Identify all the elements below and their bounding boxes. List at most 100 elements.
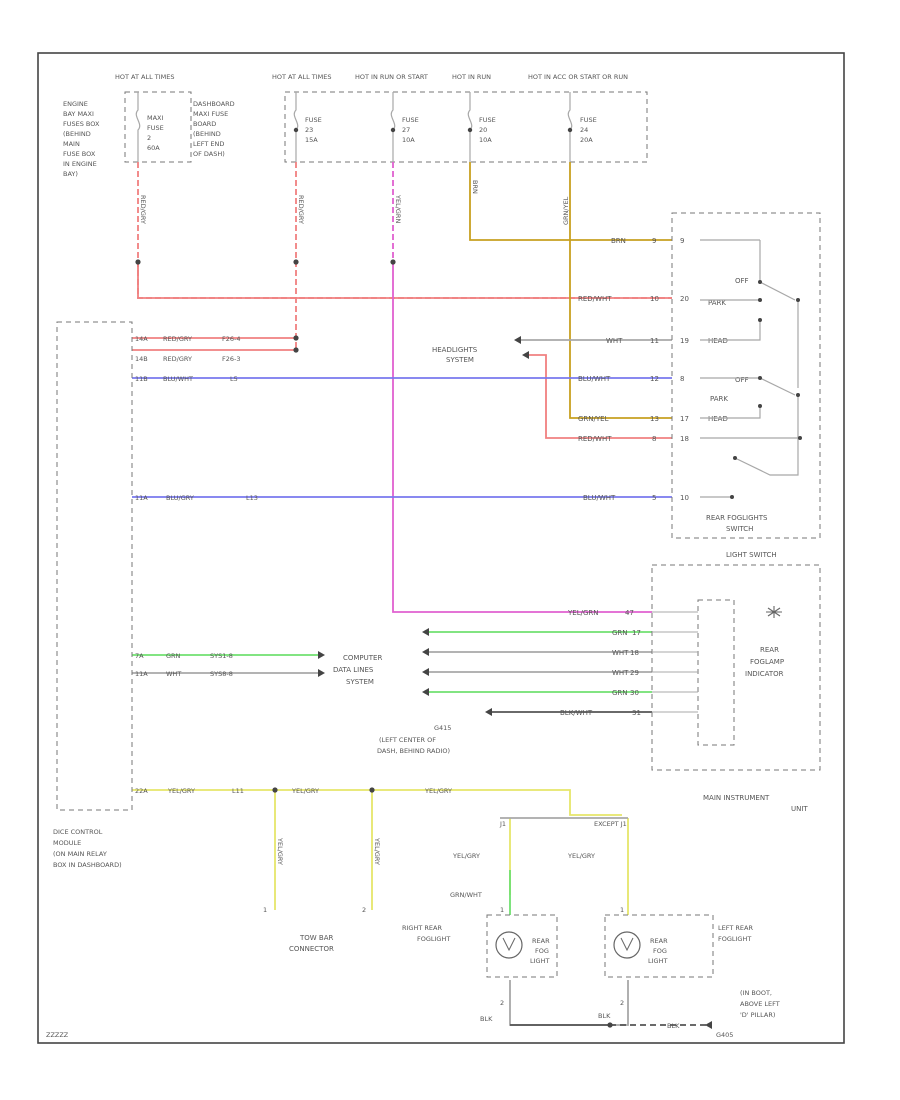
hot-label-3: HOT IN RUN OR START xyxy=(355,73,428,81)
fuse-24-label: FUSE xyxy=(580,116,597,124)
connector-arrow xyxy=(522,351,529,359)
light-switch-label: LIGHT SWITCH xyxy=(726,551,777,559)
switch-contact-dot xyxy=(796,393,800,397)
lamp-icon xyxy=(766,606,782,618)
instr-pin: 30 xyxy=(630,689,639,697)
switch-pos-off-2: OFF xyxy=(735,376,749,384)
engine-box-line: BAY) xyxy=(63,170,78,178)
switch-pin: 5 xyxy=(652,494,656,502)
vertical-wire-labels: RED/GRY RED/GRY YEL/GRN BRN GRN/YEL xyxy=(139,180,570,225)
dice-control-module: 14A RED/GRY F26-4 14B RED/GRY F26-3 11B … xyxy=(53,321,258,869)
ddm-pin: 14A xyxy=(135,335,148,343)
switch-contact-dot xyxy=(758,376,762,380)
left-fog-box-text: LIGHT xyxy=(648,957,667,965)
fuse-27-symbol xyxy=(390,92,396,162)
ground-g415: G415 (LEFT CENTER OF DASH, BEHIND RADIO) xyxy=(377,708,492,755)
right-fog-label: FOGLIGHT xyxy=(417,935,450,943)
dash-box-line: BOARD xyxy=(193,120,216,128)
wire-label: GRN/WHT xyxy=(450,891,482,899)
splice-dot xyxy=(293,127,299,133)
ground2-line: (IN BOOT, xyxy=(740,989,772,997)
right-foglight-filament xyxy=(502,937,516,952)
switch-pos-head-1: HEAD xyxy=(708,337,728,345)
indicator-label: INDICATOR xyxy=(745,670,784,678)
instr-wire: GRN xyxy=(612,689,628,697)
wire-gold-f24 xyxy=(569,162,672,419)
ddm-pin: 14B xyxy=(135,355,148,363)
instr-internal-wires xyxy=(652,611,698,713)
switch-box xyxy=(671,212,821,539)
instrument-box xyxy=(651,564,821,771)
splice-label: J1 xyxy=(499,820,506,828)
instr-wire: YEL/GRN xyxy=(567,609,598,617)
switch-num: 18 xyxy=(680,435,689,443)
engine-box-line: FUSE BOX xyxy=(63,150,96,158)
wire-label: YEL/GRY xyxy=(567,852,595,860)
ddm-pin: 11B xyxy=(135,375,148,383)
wire-label: RED/GRY xyxy=(139,195,147,224)
switch-contact-dot xyxy=(758,404,762,408)
wire-label: GRN/YEL xyxy=(562,196,570,225)
left-foglight-filament xyxy=(620,937,634,952)
fuse-27-label: 10A xyxy=(402,136,415,144)
ground-name: G415 xyxy=(434,724,451,732)
splice-dot xyxy=(369,787,375,793)
dash-box-line: LEFT END xyxy=(193,140,224,148)
connector-arrow xyxy=(318,651,325,659)
left-fog-pin: 1 xyxy=(620,906,624,914)
switch-wire-label: RED/WHT xyxy=(578,435,612,443)
wire-label: YEL/GRN xyxy=(394,194,402,223)
splice-dot xyxy=(607,1022,613,1028)
ddm-wire: WHT xyxy=(166,670,181,678)
ddm-wire: RED/GRY xyxy=(163,355,192,363)
computer-label: COMPUTER xyxy=(343,654,382,662)
instrument-unit-label: MAIN INSTRUMENT xyxy=(703,794,770,802)
ddm-code: F26-3 xyxy=(222,355,241,363)
engine-box-line: MAIN xyxy=(63,140,80,148)
splice-dot xyxy=(467,127,473,133)
ddm-code: SYS1-8 xyxy=(210,652,233,660)
instr-pin: 18 xyxy=(630,649,639,657)
wire-label: YEL/GRY xyxy=(452,852,480,860)
splice-label: EXCEPT J1 xyxy=(594,820,627,828)
wire-red-head xyxy=(528,354,672,439)
fuse-20-label: 10A xyxy=(479,136,492,144)
splice-dots xyxy=(135,127,613,1028)
ddm-pin: 11A xyxy=(135,494,148,502)
instr-pin: 47 xyxy=(625,609,634,617)
wire-label: YEL/GRY xyxy=(424,787,452,795)
main-instrument-unit: LIGHT SWITCH YEL/GRN 47 GRN 17 WHT 18 WH… xyxy=(560,551,821,813)
headlights-label: SYSTEM xyxy=(446,356,474,364)
maxi-fuse-label: 2 xyxy=(147,134,151,142)
switch-num: 9 xyxy=(680,237,684,245)
connector-arrow xyxy=(422,668,429,676)
ddm-code: L11 xyxy=(232,787,244,795)
ddm-code: L5 xyxy=(230,375,238,383)
tow-pin: 2 xyxy=(362,906,366,914)
ground2-line: 'D' PILLAR) xyxy=(740,1011,775,1019)
ddm-label: (ON MAIN RELAY xyxy=(53,850,107,858)
switch-pin: 9 xyxy=(652,237,656,245)
right-fog-box-text: FOG xyxy=(535,947,549,955)
left-foglight-lamp xyxy=(613,931,641,959)
wire-label: BRN xyxy=(471,180,479,194)
ddm-label: DICE CONTROL xyxy=(53,828,103,836)
fuse-23-symbol xyxy=(293,92,299,162)
splice-dot xyxy=(293,259,299,265)
switch-contact-dot xyxy=(796,298,800,302)
instr-pin: 17 xyxy=(632,629,641,637)
ddm-label: BOX IN DASHBOARD) xyxy=(53,861,122,869)
ddm-code: L13 xyxy=(246,494,258,502)
fuse-20-label: FUSE xyxy=(479,116,496,124)
wire-label: BLK xyxy=(598,1012,611,1020)
computer-label: SYSTEM xyxy=(346,678,374,686)
right-foglight-box xyxy=(486,914,558,978)
indicator-label: FOGLAMP xyxy=(750,658,784,666)
dash-box-line: MAXI FUSE xyxy=(193,110,228,118)
switch-pos-head-2: HEAD xyxy=(708,415,728,423)
switch-wire-label: GRN/YEL xyxy=(578,415,609,423)
switch-pos-park-1: PARK xyxy=(708,299,726,307)
tow-label: TOW BAR xyxy=(299,934,334,942)
connector-arrow xyxy=(318,669,325,677)
switch-wire-label: BRN xyxy=(611,237,626,245)
